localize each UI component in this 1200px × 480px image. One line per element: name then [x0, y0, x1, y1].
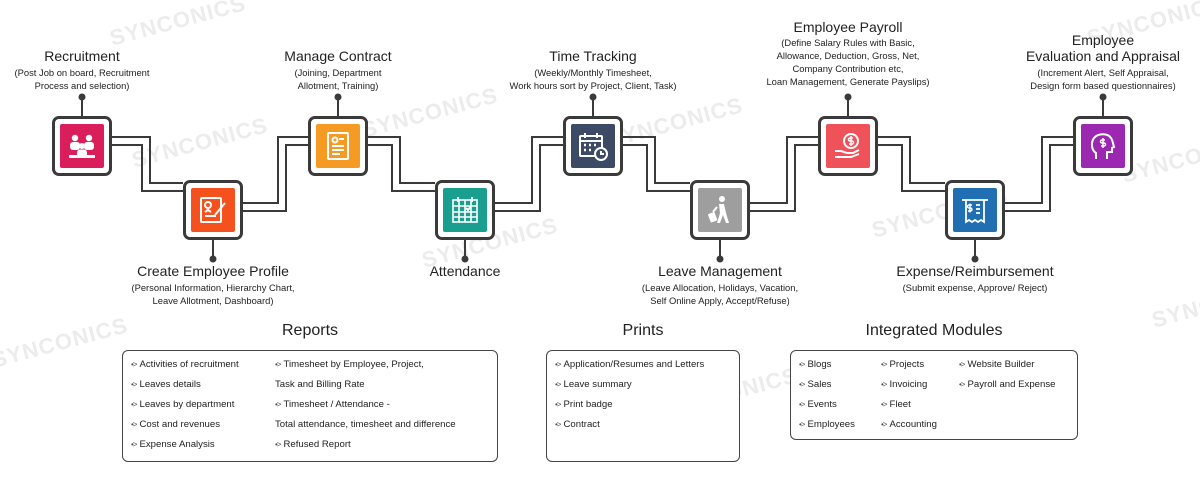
manage-contract-description: (Joining, Department Allotment, Training…: [294, 67, 382, 91]
list-item[interactable]: •>Leaves by department: [131, 399, 235, 410]
profile-form-icon: [191, 188, 235, 232]
list-item[interactable]: •>Cost and revenues: [131, 419, 221, 430]
employee-profile-description: (Personal Information, Hierarchy Chart, …: [131, 282, 295, 306]
modules-column-3: •>Website Builder •>Payroll and Expense: [959, 355, 1055, 395]
list-item[interactable]: •>Blogs: [799, 359, 832, 370]
list-item[interactable]: •>Print badge: [555, 399, 613, 410]
evaluation-appraisal-node[interactable]: [1073, 116, 1133, 176]
modules-column-2: •>Projects •>Invoicing •>Fleet •>Account…: [881, 355, 937, 435]
recruitment-title: Recruitment: [44, 48, 120, 64]
manage-contract-title: Manage Contract: [284, 48, 392, 64]
list-item[interactable]: •>Leave summary: [555, 379, 632, 390]
list-item[interactable]: •>Projects: [881, 359, 925, 370]
time-tracking-title: Time Tracking: [549, 48, 637, 64]
list-item-continuation: Task and Billing Rate: [275, 379, 365, 390]
attendance-title: Attendance: [429, 263, 501, 279]
list-item[interactable]: •>Timesheet / Attendance -: [275, 399, 390, 410]
reports-column-1: •>Activities of recruitment •>Leaves det…: [131, 355, 239, 455]
manage-contract-node[interactable]: [308, 116, 368, 176]
prints-column: •>Application/Resumes and Letters •>Leav…: [555, 355, 704, 435]
evaluation-appraisal-title: Employee Evaluation and Appraisal: [1025, 32, 1181, 64]
list-item[interactable]: •>Expense Analysis: [131, 439, 215, 450]
prints-panel: •>Application/Resumes and Letters •>Leav…: [546, 350, 740, 462]
list-item[interactable]: •>Timesheet by Employee, Project,: [275, 359, 424, 370]
leave-management-title: Leave Management: [658, 263, 782, 279]
list-item[interactable]: •>Contract: [555, 419, 600, 430]
employee-profile-title: Create Employee Profile: [137, 263, 289, 279]
recruitment-description: (Post Job on board, Recruitment Process …: [14, 67, 150, 91]
employee-payroll-node[interactable]: [818, 116, 878, 176]
attendance-calendar-icon: [443, 188, 487, 232]
contract-document-icon: [316, 124, 360, 168]
reports-title: Reports: [281, 322, 339, 339]
recruitment-node[interactable]: [52, 116, 112, 176]
reports-panel: •>Activities of recruitment •>Leaves det…: [122, 350, 498, 462]
recruitment-icon: [60, 124, 104, 168]
integrated-modules-title: Integrated Modules: [865, 322, 1003, 339]
list-item[interactable]: •>Events: [799, 399, 837, 410]
list-item[interactable]: •>Payroll and Expense: [959, 379, 1056, 390]
time-tracking-node[interactable]: [563, 116, 623, 176]
list-item[interactable]: •>Website Builder: [959, 359, 1035, 370]
employee-payroll-description: (Define Salary Rules with Basic, Allowan…: [766, 37, 930, 87]
expense-reimbursement-description: (Submit expense, Approve/ Reject): [902, 282, 1048, 293]
leave-management-description: (Leave Allocation, Holidays, Vacation, S…: [641, 282, 799, 306]
prints-title: Prints: [622, 322, 664, 339]
salary-hand-coin-icon: [826, 124, 870, 168]
reports-column-2: •>Timesheet by Employee, Project, Task a…: [275, 355, 456, 455]
expense-reimbursement-node[interactable]: [945, 180, 1005, 240]
integrated-modules-panel: •>Blogs •>Sales •>Events •>Employees •>P…: [790, 350, 1078, 440]
expense-reimbursement-title: Expense/Reimbursement: [896, 263, 1054, 279]
list-item[interactable]: •>Sales: [799, 379, 832, 390]
employee-profile-node[interactable]: [183, 180, 243, 240]
time-tracking-description: (Weekly/Monthly Timesheet, Work hours so…: [509, 67, 677, 91]
timesheet-calendar-clock-icon: [571, 124, 615, 168]
list-item[interactable]: •>Invoicing: [881, 379, 928, 390]
list-item[interactable]: •>Leaves details: [131, 379, 201, 390]
list-item[interactable]: •>Accounting: [881, 419, 937, 430]
modules-column-1: •>Blogs •>Sales •>Events •>Employees: [799, 355, 855, 435]
evaluation-appraisal-description: (Increment Alert, Self Appraisal, Design…: [1030, 67, 1176, 91]
leave-management-node[interactable]: [690, 180, 750, 240]
list-item[interactable]: •>Fleet: [881, 399, 911, 410]
list-item-continuation: Total attendance, timesheet and differen…: [275, 419, 456, 430]
receipt-dollar-icon: [953, 188, 997, 232]
attendance-node[interactable]: [435, 180, 495, 240]
list-item[interactable]: •>Activities of recruitment: [131, 359, 239, 370]
employee-payroll-title: Employee Payroll: [793, 19, 903, 35]
walking-person-luggage-icon: [698, 188, 742, 232]
list-item[interactable]: •>Application/Resumes and Letters: [555, 359, 705, 370]
list-item[interactable]: •>Employees: [799, 419, 855, 430]
list-item[interactable]: •>Refused Report: [275, 439, 351, 450]
head-dollar-icon: [1081, 124, 1125, 168]
